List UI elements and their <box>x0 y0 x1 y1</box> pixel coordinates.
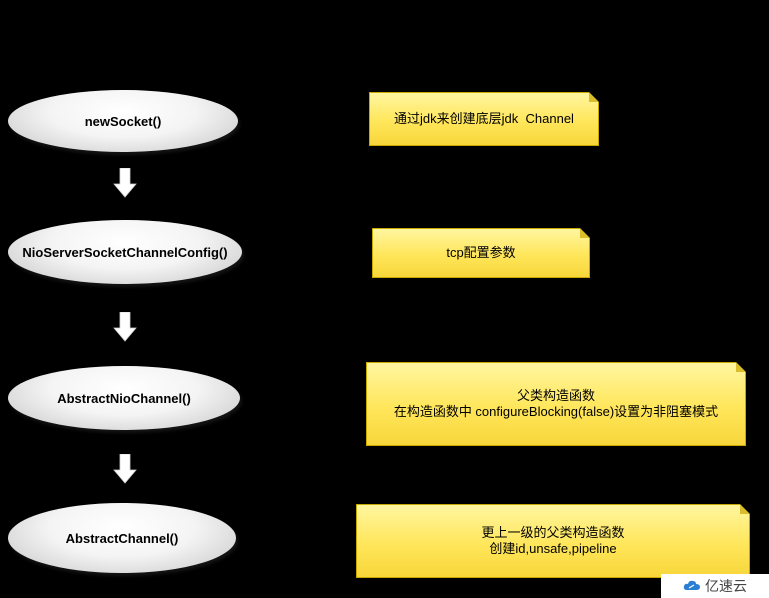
note-grandparent-constructor: 更上一级的父类构造函数 创建id,unsafe,pipeline <box>356 504 750 578</box>
note-fold-corner <box>589 92 599 102</box>
note-line: 更上一级的父类构造函数 <box>481 525 625 540</box>
note-parent-constructor: 父类构造函数 在构造函数中 configureBlocking(false)设置… <box>366 362 746 446</box>
note-line: tcp配置参数 <box>446 245 516 260</box>
step-label: AbstractChannel() <box>65 530 179 546</box>
watermark: 亿速云 <box>661 574 769 598</box>
note-create-jdk-channel: 通过jdk来创建底层jdk Channel <box>369 92 599 146</box>
note-fold-corner <box>740 504 750 514</box>
down-arrow-icon <box>113 312 137 342</box>
note-line: 通过jdk来创建底层jdk Channel <box>394 111 574 126</box>
step-label: AbstractNioChannel() <box>57 390 191 406</box>
note-line: 在构造函数中 configureBlocking(false)设置为非阻塞模式 <box>393 404 719 419</box>
down-arrow-icon <box>113 454 137 484</box>
step-label: NioServerSocketChannelConfig() <box>22 244 228 260</box>
note-line: 父类构造函数 <box>516 388 595 403</box>
step-abstractchannel: AbstractChannel() <box>8 503 236 573</box>
note-fold-corner <box>580 228 590 238</box>
down-arrow-icon <box>113 168 137 198</box>
cloud-logo-icon <box>683 580 700 590</box>
step-newsocket: newSocket() <box>8 90 238 152</box>
watermark-text: 亿速云 <box>705 578 747 594</box>
note-fold-corner <box>736 362 746 372</box>
step-label: newSocket() <box>84 113 162 129</box>
step-abstractniochannel: AbstractNioChannel() <box>8 366 240 430</box>
step-nioserversocketchannelconfig: NioServerSocketChannelConfig() <box>8 220 242 284</box>
note-line: 创建id,unsafe,pipeline <box>489 541 617 556</box>
note-tcp-config: tcp配置参数 <box>372 228 590 278</box>
